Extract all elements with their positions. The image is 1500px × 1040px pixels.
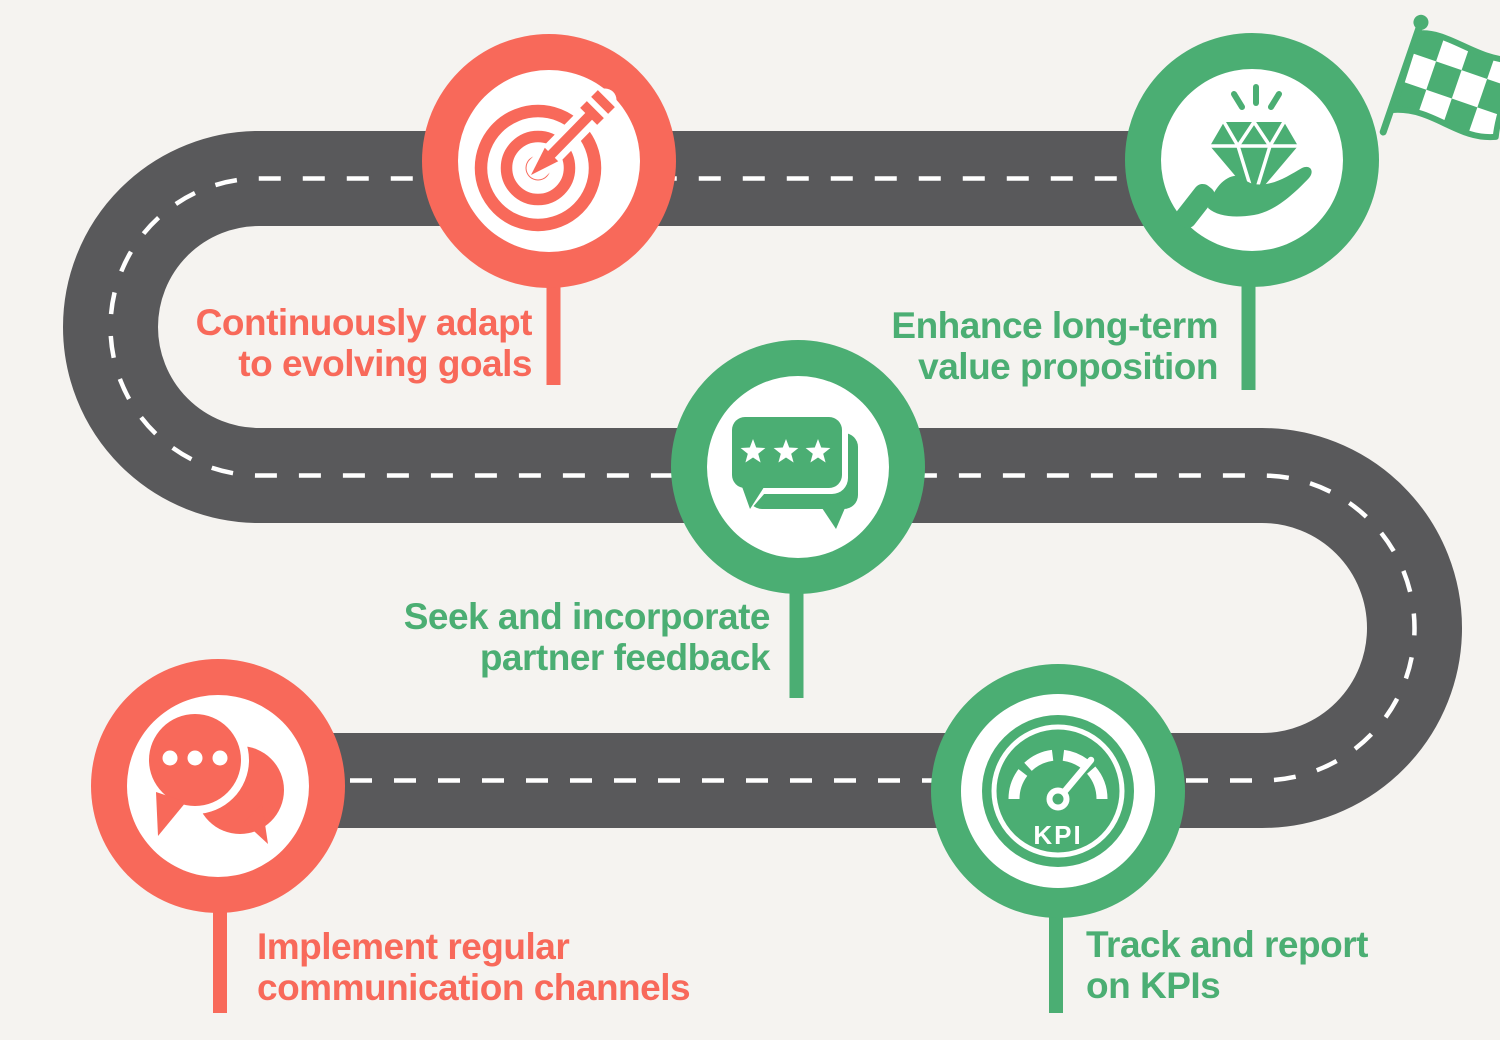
label-communication: Implement regular communication channels <box>257 926 691 1008</box>
milestone-communication <box>91 659 345 913</box>
road-center-dashes <box>108 176 1417 783</box>
milestone-kpi: KPI <box>931 664 1185 918</box>
label-value-line1: Enhance long-term <box>891 305 1218 346</box>
label-communication-line2: communication channels <box>257 967 691 1008</box>
road <box>63 131 1462 828</box>
label-kpi-line1: Track and report <box>1086 924 1368 965</box>
target-dart-icon <box>474 88 617 232</box>
label-value-line2: value proposition <box>918 346 1218 387</box>
label-feedback-line2: partner feedback <box>479 637 771 678</box>
label-adapt: Continuously adapt to evolving goals <box>195 302 533 384</box>
label-feedback-line1: Seek and incorporate <box>403 596 771 637</box>
kpi-gauge-icon: KPI <box>982 715 1134 867</box>
label-feedback: Seek and incorporate partner feedback <box>403 596 771 678</box>
label-value: Enhance long-term value proposition <box>891 305 1218 387</box>
label-kpi: Track and report on KPIs <box>1086 924 1368 1006</box>
label-kpi-line2: on KPIs <box>1086 965 1221 1006</box>
milestone-value <box>1125 33 1379 287</box>
chat-bubbles-icon <box>141 706 284 844</box>
milestone-feedback <box>671 340 925 594</box>
milestone-adapt <box>422 34 676 288</box>
review-bubbles-icon <box>726 411 858 529</box>
checkered-flag-icon <box>1379 14 1500 145</box>
kpi-gauge-label: KPI <box>1033 820 1082 850</box>
label-adapt-line2: to evolving goals <box>238 343 532 384</box>
label-adapt-line1: Continuously adapt <box>195 302 533 343</box>
label-communication-line1: Implement regular <box>257 926 570 967</box>
diamond-hand-icon <box>1175 84 1312 229</box>
